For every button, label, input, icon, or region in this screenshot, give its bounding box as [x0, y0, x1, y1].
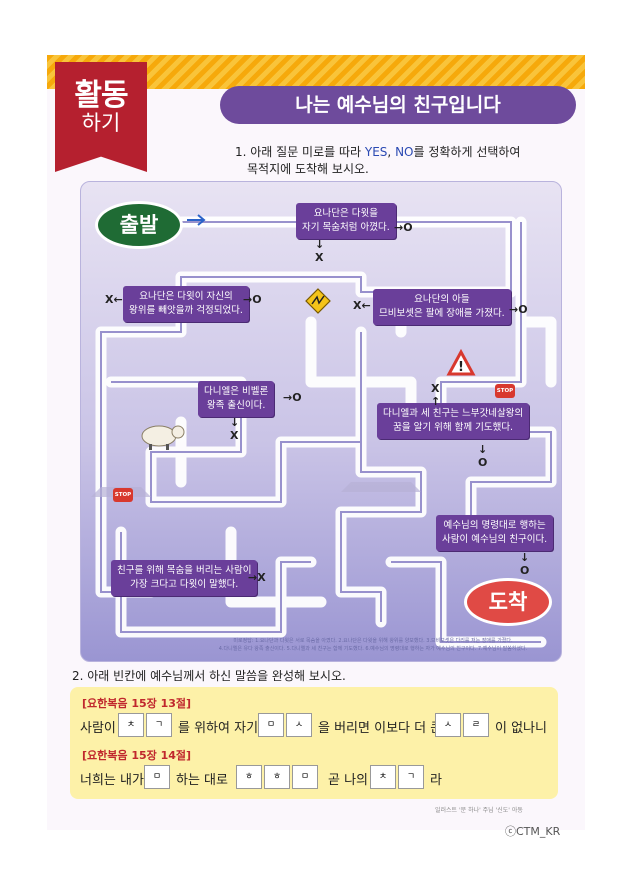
question-line: 왕위를 빼앗을까 걱정되었다. [129, 305, 243, 316]
question-line: 왕족 출신이다. [206, 400, 266, 411]
question-line: 요나단은 다윗이 자신의 [139, 291, 233, 302]
finish-badge: 도착 [464, 578, 552, 626]
verse2-text: 곧 나의 [328, 773, 369, 788]
question-line: 자기 목숨처럼 아꼈다. [302, 222, 390, 233]
answer-box[interactable]: ㅊ [118, 713, 144, 737]
svg-text:!: ! [458, 360, 464, 375]
answer-box[interactable]: ㅎ [236, 765, 262, 789]
answer-box[interactable]: ㅅ [435, 713, 461, 737]
maze-footnote: 미로정답: 1.요나단과 다윗은 서로 목숨을 아꼈다. 2.요나단은 다윗을 … [193, 637, 553, 653]
comma: , [387, 145, 396, 159]
question-line: 가장 크다고 다윗이 말했다. [130, 579, 239, 590]
maze-board: ! 출발 도착 STOP STOP 요나단은 다윗을 자기 목숨처럼 아꼈다. … [80, 181, 562, 662]
verse2-text: 라 [430, 773, 442, 788]
maze-question-1: 요나단은 다윗을 자기 목숨처럼 아꼈다. [296, 203, 396, 239]
verse1-text: 을 버리면 이보다 더 큰 [318, 721, 443, 736]
maze-question-6: 예수님의 명령대로 행하는 사람이 예수님의 친구이다. [436, 515, 554, 551]
verse-panel: [요한복음 15장 13절] 사람이 ㅊ ㄱ 를 위하여 자기 ㅁ ㅅ 을 버리… [70, 687, 558, 799]
answer-box[interactable]: ㅁ [258, 713, 284, 737]
question-line: 예수님의 명령대로 행하는 [443, 520, 546, 531]
sheep-icon [141, 425, 185, 450]
caution-triangle-icon: ! [446, 348, 476, 376]
instruction-line1: 1. 아래 질문 미로를 따라 YES, NO를 정확하게 선택하여 [235, 143, 520, 160]
answer-box[interactable]: ㄹ [463, 713, 489, 737]
yes-marker: →O [509, 303, 528, 316]
yes-marker: →O [243, 293, 262, 306]
page-title: 나는 예수님의 친구입니다 [220, 86, 576, 124]
stop-sign-icon: STOP [495, 384, 515, 398]
footnote-line: 4.다니엘은 유다 왕족 출신이다. 5.다니엘과 세 친구는 함께 기도했다.… [218, 646, 528, 652]
maze-question-7: 친구를 위해 목숨을 버리는 사람이 가장 크다고 다윗이 말했다. [111, 560, 258, 596]
instruction-text: 1. 아래 질문 미로를 따라 [235, 145, 365, 159]
verse1-reference: [요한복음 15장 13절] [82, 697, 192, 710]
maze-question-5: 다니엘과 세 친구는 느부갓네살왕의 꿈을 알기 위해 함께 기도했다. [377, 403, 530, 439]
maze-question-3: 요나단의 아들 므비보셋은 팔에 장애를 가졌다. [373, 289, 511, 325]
no-word: NO [395, 145, 414, 159]
yes-marker: →O [394, 221, 413, 234]
activity-ribbon: 활동 하기 [55, 62, 147, 172]
maze-question-4: 다니엘은 비벨론 왕족 출신이다. [198, 381, 275, 417]
verse1-text: 이 없나니 [495, 721, 547, 736]
verse2-text: 하는 대로 [176, 773, 228, 788]
ribbon-line2: 하기 [81, 111, 121, 135]
yes-marker: ↓O [520, 551, 530, 577]
question-2-text: 2. 아래 빈칸에 예수님께서 하신 말씀을 완성해 보시오. [72, 669, 346, 683]
answer-box[interactable]: ㅁ [292, 765, 318, 789]
verse2-text: 너희는 내가 [80, 773, 144, 788]
yes-word: YES [364, 145, 388, 159]
stop-sign-icon: STOP [113, 488, 133, 502]
no-marker: →X [248, 571, 266, 584]
question-line: 요나단의 아들 [414, 294, 470, 305]
instruction-line2: 목적지에 도착해 보시오. [247, 162, 369, 176]
illustration-credit: 일러스트 '문 하나' 주님 '신도' 아동 [435, 807, 523, 814]
start-badge: 출발 [95, 201, 183, 249]
footnote-line: 미로정답: 1.요나단과 다윗은 서로 목숨을 아꼈다. 2.요나단은 다윗을 … [233, 638, 513, 644]
answer-box[interactable]: ㅊ [370, 765, 396, 789]
verse1-text: 를 위하여 자기 [178, 721, 259, 736]
yes-marker: ↓O [478, 443, 488, 469]
answer-box[interactable]: ㄱ [146, 713, 172, 737]
question-line: 꿈을 알기 위해 함께 기도했다. [393, 422, 514, 433]
no-marker: X← [353, 299, 371, 312]
answer-box[interactable]: ㅁ [144, 765, 170, 789]
answer-box[interactable]: ㅎ [264, 765, 290, 789]
question-line: 다니엘은 비벨론 [204, 386, 269, 397]
copyright: ⓒCTM_KR [505, 825, 561, 838]
instruction-text-end: 를 정확하게 선택하여 [413, 145, 521, 159]
no-marker: ↓X [230, 416, 240, 442]
question-line: 다니엘과 세 친구는 느부갓네살왕의 [383, 408, 524, 419]
answer-box[interactable]: ㄱ [398, 765, 424, 789]
no-marker: ↓X [315, 238, 325, 264]
ribbon-line1: 활동 [74, 78, 128, 113]
maze-question-2: 요나단은 다윗이 자신의 왕위를 빼앗을까 걱정되었다. [123, 286, 249, 322]
warning-sign-icon [305, 288, 331, 314]
verse2-reference: [요한복음 15장 14절] [82, 749, 192, 762]
question-line: 요나단은 다윗을 [313, 208, 378, 219]
yes-marker: →O [283, 391, 302, 404]
question-line: 사람이 예수님의 친구이다. [442, 534, 548, 545]
no-marker: X↑ [431, 382, 441, 408]
answer-box[interactable]: ㅅ [286, 713, 312, 737]
no-marker: X← [105, 293, 123, 306]
question-line: 친구를 위해 목숨을 버리는 사람이 [117, 565, 252, 576]
question-line: 므비보셋은 팔에 장애를 가졌다. [379, 308, 505, 319]
verse1-text: 사람이 [80, 721, 116, 736]
